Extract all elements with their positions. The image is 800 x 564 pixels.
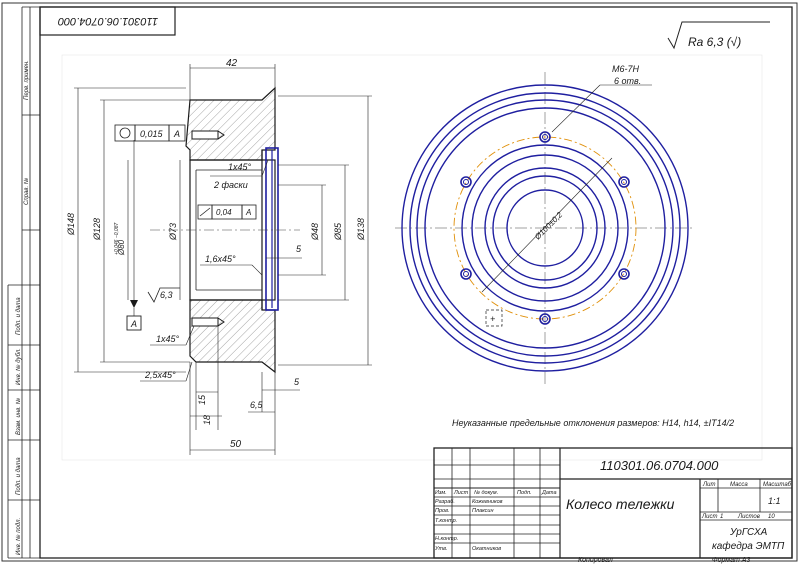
- format-label: Формат A3: [712, 557, 750, 564]
- svg-text:Окатников: Окатников: [472, 546, 501, 552]
- svg-text:0,015: 0,015: [140, 129, 164, 139]
- mass-header: Масса: [730, 482, 748, 488]
- lit-header: Лит: [702, 482, 715, 488]
- dim-50: 50: [230, 439, 242, 450]
- svg-text:Н.контр.: Н.контр.: [435, 536, 458, 542]
- dim-d85: Ø85: [333, 222, 343, 241]
- dim-15: 15: [197, 394, 207, 405]
- inner-frame: [39, 6, 793, 559]
- dim-18: 18: [202, 415, 212, 425]
- svg-text:Дата: Дата: [541, 490, 557, 496]
- tolerance-frame-2: 0,04 A: [197, 204, 257, 220]
- holes-label: 6 отв.: [614, 76, 641, 86]
- pcd-label: Ø100±0,2: [532, 210, 564, 242]
- side-label-3: Инв. № дубл.: [15, 348, 22, 385]
- section-dimensions: 42 Ø148 Ø128 Ø80 +0,046 −0,087 A 0,015 A: [66, 58, 372, 455]
- svg-text:Плаксин: Плаксин: [472, 508, 494, 514]
- dim-16x45: 1,6x45°: [205, 254, 236, 264]
- dim-2faces: 2 фаски: [213, 180, 248, 190]
- surface-6-3: 6,3: [160, 290, 173, 300]
- scale-header: Масштаб: [763, 482, 792, 488]
- dim-25x45: 2,5x45°: [144, 370, 176, 380]
- svg-text:Разраб.: Разраб.: [435, 499, 455, 505]
- side-label-0: Перв. примен.: [24, 60, 30, 100]
- general-note: Неуказанные предельные отклонения размер…: [452, 418, 734, 428]
- roughness-text: Ra 6,3 (√): [688, 35, 741, 49]
- side-label-5: Подп. и дата: [16, 457, 22, 495]
- dim-d73: Ø73: [168, 223, 178, 241]
- svg-text:Утв.: Утв.: [434, 546, 448, 552]
- dim-6-5: 6,5: [250, 400, 264, 410]
- top-code: 110301.06.0704.000: [57, 15, 158, 27]
- sheet-label: Лист: [701, 514, 717, 520]
- svg-text:+: +: [490, 314, 495, 324]
- sheets-value: 10: [768, 514, 775, 520]
- thread-label: M6-7H: [612, 64, 640, 74]
- sheet-value: 1: [720, 514, 723, 520]
- svg-text:№ докум.: № докум.: [474, 490, 498, 496]
- dim-d128: Ø128: [92, 218, 102, 241]
- svg-text:Пров.: Пров.: [435, 508, 450, 514]
- side-label-2: Подп. и дата: [16, 297, 22, 335]
- svg-text:A: A: [245, 208, 251, 217]
- svg-text:Подп.: Подп.: [517, 490, 532, 496]
- bolt-holes: [460, 131, 630, 325]
- dim-5b: 5: [294, 377, 300, 387]
- svg-text:A: A: [173, 129, 180, 139]
- part-name: Колесо тележки: [566, 496, 675, 512]
- svg-text:Т.контр.: Т.контр.: [435, 518, 457, 524]
- tolerance-frame-1: 0,015 A: [114, 124, 186, 142]
- dim-d80-tol: +0,046 −0,087: [114, 223, 120, 255]
- dim-1x45: 1x45°: [228, 162, 252, 172]
- dim-d80: Ø80: [117, 239, 126, 256]
- datum-a: A: [130, 319, 137, 329]
- org-line1: УрГСХА: [729, 527, 768, 538]
- scale-value: 1:1: [768, 496, 781, 506]
- svg-text:0,04: 0,04: [216, 208, 232, 217]
- top-code-box: 110301.06.0704.000: [39, 6, 176, 36]
- section-view: [150, 86, 300, 374]
- title-code: 110301.06.0704.000: [600, 458, 719, 473]
- dim-1x45b: 1x45°: [156, 334, 180, 344]
- dim-5a: 5: [296, 244, 302, 254]
- sheets-label: Листов: [737, 514, 760, 520]
- svg-text:Кожевников: Кожевников: [472, 499, 503, 505]
- copied-label: Копировал: [578, 557, 613, 564]
- front-view: Ø100±0,2 M6-7H 6 отв. +: [395, 64, 695, 385]
- side-label-4: Взам. инв. №: [15, 397, 22, 435]
- side-stamp: Перв. примен. Справ. № Подп. и дата Инв.…: [7, 6, 40, 559]
- dim-42: 42: [226, 58, 238, 69]
- dim-d148: Ø148: [66, 213, 76, 236]
- svg-text:Лист: Лист: [453, 490, 469, 496]
- side-label-1: Справ. №: [23, 177, 30, 205]
- roughness-mark: Ra 6,3 (√): [667, 21, 770, 50]
- dim-d138: Ø138: [356, 218, 366, 241]
- side-label-6: Инв. № подл.: [15, 518, 22, 555]
- dim-d48: Ø48: [310, 223, 320, 241]
- title-block: 110301.06.0704.000 Колесо тележки Лит Ма…: [433, 447, 793, 559]
- svg-text:Изм.: Изм.: [435, 490, 447, 496]
- org-line2: кафедра ЭМТП: [712, 540, 785, 552]
